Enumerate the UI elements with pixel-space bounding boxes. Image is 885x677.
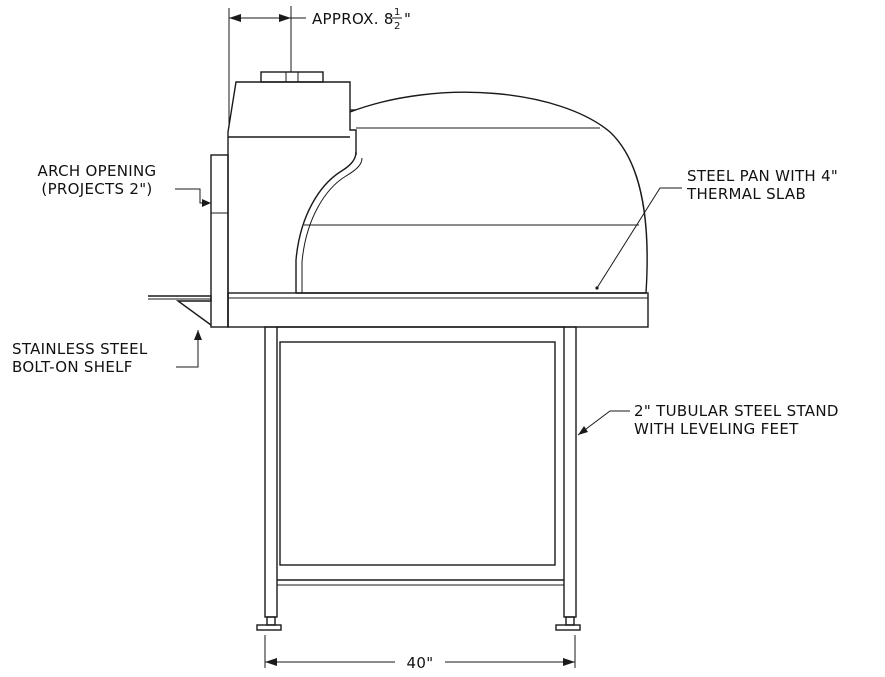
stand-label-line1: 2" TUBULAR STEEL STAND bbox=[634, 402, 839, 420]
steel-pan bbox=[227, 286, 649, 328]
approx-frac-den: 2 bbox=[394, 21, 400, 32]
pan-label-line1: STEEL PAN WITH 4" bbox=[687, 167, 838, 185]
flue-collar bbox=[260, 71, 324, 83]
shelf-callout: STAINLESS STEEL BOLT-ON SHELF bbox=[12, 330, 202, 376]
arch-label-line1: ARCH OPENING bbox=[38, 162, 157, 180]
leveling-foot-right bbox=[555, 616, 581, 631]
arch-label-line2: (PROJECTS 2") bbox=[41, 180, 152, 198]
front-block bbox=[227, 81, 357, 327]
bolt-on-shelf bbox=[148, 295, 212, 326]
approx-frac-num: 1 bbox=[394, 7, 400, 18]
stand-label-line2: WITH LEVELING FEET bbox=[634, 420, 799, 438]
arch-opening bbox=[210, 154, 229, 328]
leveling-foot-left bbox=[256, 616, 282, 631]
pan-callout: STEEL PAN WITH 4" THERMAL SLAB bbox=[596, 167, 838, 289]
approx-label: APPROX. 8 bbox=[312, 10, 394, 28]
approx-suffix: " bbox=[404, 10, 411, 28]
shelf-label-line2: BOLT-ON SHELF bbox=[12, 358, 133, 376]
shelf-label-line1: STAINLESS STEEL bbox=[12, 340, 148, 358]
width-dimension: 40" bbox=[264, 635, 576, 672]
top-dimension: APPROX. 8 1 2 " bbox=[228, 6, 411, 128]
arch-callout: ARCH OPENING (PROJECTS 2") bbox=[38, 162, 211, 207]
width-dim-label: 40" bbox=[407, 654, 434, 672]
stand bbox=[264, 326, 577, 618]
pan-label-line2: THERMAL SLAB bbox=[686, 185, 806, 203]
dome bbox=[295, 91, 648, 294]
stand-callout: 2" TUBULAR STEEL STAND WITH LEVELING FEE… bbox=[577, 402, 839, 438]
